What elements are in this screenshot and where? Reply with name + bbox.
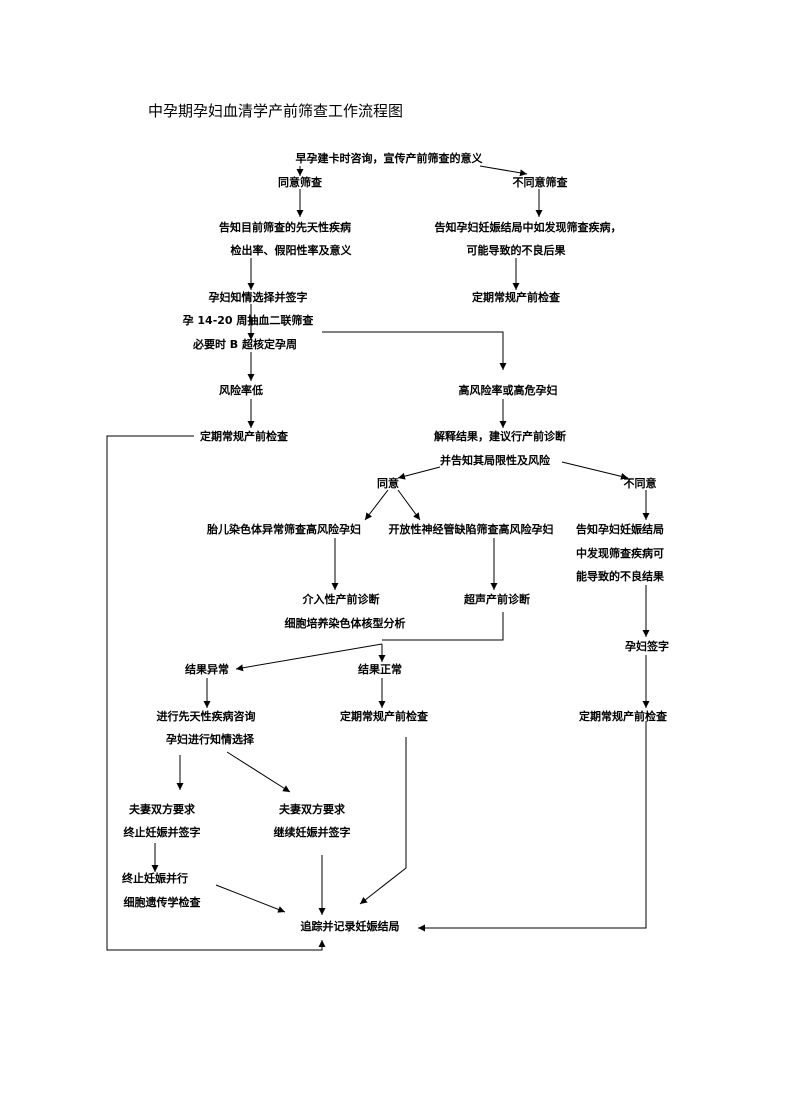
node-counseling-1: 进行先天性疾病咨询 — [156, 710, 256, 723]
node-low-risk: 风险率低 — [219, 384, 263, 397]
arrow-test-to-followup — [215, 884, 286, 913]
arrow-blood-to-highrisk — [322, 331, 507, 370]
node-informed-choice: 孕妇知情选择并签字 — [208, 291, 308, 304]
node-couple-continue-1: 夫妻双方要求 — [279, 803, 345, 816]
node-couple-terminate-2: 终止妊娠并签字 — [123, 826, 201, 839]
arrow-normalroutine-to-followup — [359, 737, 407, 905]
node-disagree: 不同意 — [623, 477, 657, 490]
node-inform-outcome-right-1: 告知孕妇妊娠结局 — [576, 523, 664, 536]
node-routine-check-right: 定期常规产前检查 — [472, 291, 560, 304]
node-ultrasound-diagnosis: 超声产前诊断 — [464, 593, 530, 606]
arrow-agree-to-chromosome — [364, 489, 389, 521]
node-early-pregnancy: 早孕建卡时咨询，宣传产前筛查的意义 — [295, 152, 483, 165]
arrow-farright-to-followup — [418, 721, 647, 932]
node-high-risk: 高风险率或高危孕妇 — [458, 384, 558, 397]
arrow-early-to-disagree — [479, 165, 528, 177]
node-inform-screening-1: 告知目前筛查的先天性疾病 — [219, 221, 351, 234]
arrow-lowrisk-routine-to-followup — [106, 435, 326, 951]
node-routine-check-low: 定期常规产前检查 — [200, 430, 288, 443]
node-terminate-test-2: 细胞遗传学检查 — [123, 896, 201, 909]
node-explain-results-1: 解释结果，建议行产前诊断 — [434, 430, 566, 443]
node-chromosome-high-risk: 胎儿染色体异常筛查高风险孕妇 — [207, 523, 361, 536]
node-explain-results-2: 并告知其局限性及风险 — [440, 454, 550, 467]
node-routine-check-far-right: 定期常规产前检查 — [579, 710, 667, 723]
arrow-merge-to-abnormal — [235, 643, 383, 672]
node-blood-draw: 孕 14-20 周抽血二联筛查 — [182, 314, 314, 327]
arrow-explain-to-disagree — [561, 461, 629, 480]
node-couple-continue-2: 继续妊娠并签字 — [273, 826, 351, 839]
node-normal-result: 结果正常 — [358, 663, 402, 676]
node-abnormal-result: 结果异常 — [185, 663, 229, 676]
node-disagree-screening: 不同意筛查 — [512, 176, 568, 189]
line-ultrasound-merge — [382, 612, 504, 641]
node-follow-up: 追踪并记录妊娠结局 — [300, 920, 400, 933]
node-ntd-high-risk: 开放性神经管缺陷筛查高风险孕妇 — [388, 523, 554, 536]
node-inform-screening-2: 检出率、假阳性率及意义 — [230, 244, 352, 257]
node-couple-terminate-1: 夫妻双方要求 — [129, 803, 195, 816]
node-invasive-diagnosis-2: 细胞培养染色体核型分析 — [284, 617, 406, 630]
page-title: 中孕期孕妇血清学产前筛查工作流程图 — [148, 102, 404, 120]
node-terminate-test-1: 终止妊娠并行 — [122, 872, 188, 885]
node-inform-outcome-right-3: 能导致的不良结果 — [576, 570, 664, 583]
node-counseling-2: 孕妇进行知情选择 — [166, 733, 254, 746]
node-inform-outcome-right-2: 中发现筛查疾病可 — [576, 547, 664, 560]
node-invasive-diagnosis-1: 介入性产前诊断 — [302, 593, 380, 606]
node-inform-outcome-2: 可能导致的不良后果 — [466, 244, 566, 257]
node-routine-check-normal: 定期常规产前检查 — [340, 710, 428, 723]
node-pregnant-sign: 孕妇签字 — [625, 640, 669, 653]
arrow-explain-to-agree — [397, 466, 441, 480]
node-b-ultrasound: 必要时 B 超核定孕周 — [192, 338, 298, 351]
arrow-counseling-to-continue — [226, 751, 291, 793]
node-agree: 同意 — [377, 477, 399, 490]
arrow-agree-to-ntd — [397, 489, 421, 521]
node-inform-outcome-1: 告知孕妇妊娠结局中如发现筛查疾病， — [434, 221, 622, 234]
node-agree-screening: 同意筛查 — [278, 176, 322, 189]
